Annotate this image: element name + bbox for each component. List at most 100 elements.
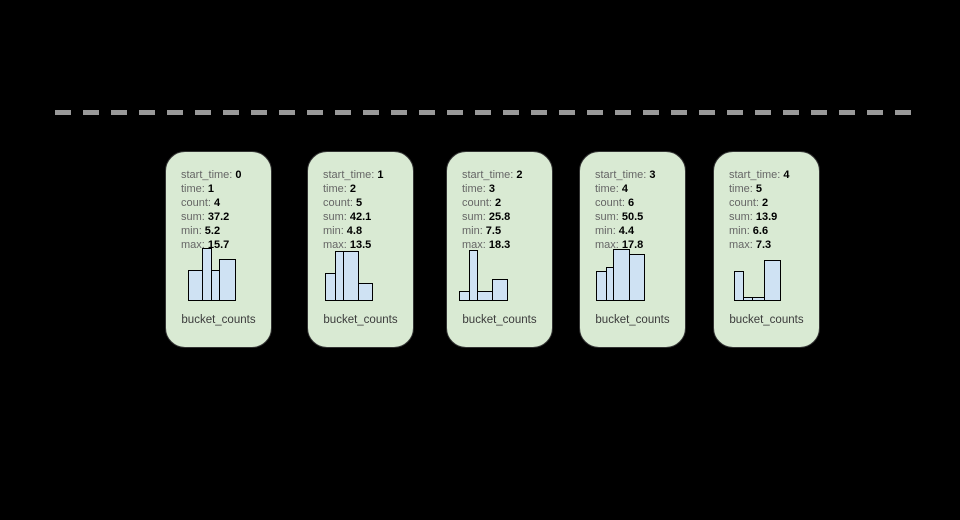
field-value: 4: [213, 197, 221, 209]
histogram-bar: [613, 249, 630, 301]
field-value: 37.2: [207, 211, 230, 223]
histogram-bar: [358, 283, 373, 301]
field-label: min:: [323, 225, 344, 237]
field-label: max:: [323, 239, 347, 251]
field-value: 0: [235, 169, 242, 181]
field-row: max:15.7: [181, 238, 271, 252]
field-list: start_time:1 time:2 count:5 sum:42.1 min…: [308, 152, 413, 252]
field-label: max:: [181, 239, 205, 251]
field-value: 13.5: [349, 239, 372, 251]
field-label: start_time:: [323, 169, 375, 181]
histogram-bar: [492, 279, 508, 301]
field-label: sum:: [729, 211, 753, 223]
field-label: time:: [462, 183, 486, 195]
field-list: start_time:0 time:1 count:4 sum:37.2 min…: [166, 152, 271, 252]
field-label: start_time:: [181, 169, 233, 181]
field-label: count:: [181, 197, 211, 209]
histogram-point-card-5: start_time:4 time:5 count:2 sum:13.9 min…: [713, 151, 820, 348]
field-value: 2: [761, 197, 769, 209]
field-row: count:6: [595, 196, 685, 210]
field-list: start_time:3 time:4 count:6 sum:50.5 min…: [580, 152, 685, 252]
histogram-bar: [734, 271, 744, 301]
field-label: start_time:: [595, 169, 647, 181]
field-row: sum:42.1: [323, 210, 413, 224]
histogram-bar: [219, 259, 236, 301]
field-value: 3: [488, 183, 495, 195]
histogram-bar: [764, 260, 781, 301]
bucket-histogram: [447, 250, 508, 301]
field-value: 4: [783, 169, 790, 181]
field-value: 1: [377, 169, 384, 181]
field-row: time:4: [595, 182, 685, 196]
field-label: start_time:: [462, 169, 514, 181]
field-label: min:: [462, 225, 483, 237]
field-label: min:: [181, 225, 202, 237]
field-value: 2: [349, 183, 356, 195]
field-label: time:: [729, 183, 753, 195]
field-row: count:4: [181, 196, 271, 210]
field-row: count:2: [729, 196, 819, 210]
field-value: 2: [516, 169, 523, 181]
field-label: count:: [323, 197, 353, 209]
field-row: min:4.4: [595, 224, 685, 238]
histogram-point-card-1: start_time:0 time:1 count:4 sum:37.2 min…: [165, 151, 272, 348]
field-value: 1: [207, 183, 214, 195]
field-value: 17.8: [621, 239, 644, 251]
field-label: sum:: [462, 211, 486, 223]
bucket-counts-label: bucket_counts: [595, 314, 670, 326]
field-row: time:2: [323, 182, 413, 196]
field-row: count:5: [323, 196, 413, 210]
field-row: time:3: [462, 182, 552, 196]
bucket-histogram: [714, 260, 781, 301]
histogram-point-card-4: start_time:3 time:4 count:6 sum:50.5 min…: [579, 151, 686, 348]
histogram-bar: [188, 270, 203, 301]
bucket-histogram: [580, 249, 645, 301]
field-value: 4.8: [346, 225, 363, 237]
field-row: count:2: [462, 196, 552, 210]
field-label: count:: [462, 197, 492, 209]
field-row: min:7.5: [462, 224, 552, 238]
field-row: sum:37.2: [181, 210, 271, 224]
field-value: 7.5: [485, 225, 502, 237]
bucket-counts-label: bucket_counts: [462, 314, 537, 326]
field-row: sum:50.5: [595, 210, 685, 224]
field-list: start_time:4 time:5 count:2 sum:13.9 min…: [714, 152, 819, 252]
bucket-counts-label: bucket_counts: [323, 314, 398, 326]
field-row: max:17.8: [595, 238, 685, 252]
field-value: 13.9: [755, 211, 778, 223]
field-value: 5: [755, 183, 762, 195]
histogram-bar: [477, 291, 493, 301]
field-label: sum:: [181, 211, 205, 223]
field-row: start_time:4: [729, 168, 819, 182]
field-label: max:: [729, 239, 753, 251]
field-value: 4: [621, 183, 628, 195]
bucket-histogram: [166, 248, 236, 301]
field-value: 18.3: [488, 239, 511, 251]
field-row: max:13.5: [323, 238, 413, 252]
field-value: 2: [494, 197, 502, 209]
field-label: max:: [595, 239, 619, 251]
field-label: sum:: [595, 211, 619, 223]
field-value: 6.6: [752, 225, 769, 237]
field-label: min:: [729, 225, 750, 237]
histogram-bar: [469, 250, 478, 301]
field-label: sum:: [323, 211, 347, 223]
histogram-bar: [343, 251, 359, 301]
field-row: start_time:2: [462, 168, 552, 182]
field-row: min:5.2: [181, 224, 271, 238]
histogram-point-card-2: start_time:1 time:2 count:5 sum:42.1 min…: [307, 151, 414, 348]
field-value: 3: [649, 169, 656, 181]
field-row: min:4.8: [323, 224, 413, 238]
field-list: start_time:2 time:3 count:2 sum:25.8 min…: [447, 152, 552, 252]
field-label: count:: [729, 197, 759, 209]
field-value: 15.7: [207, 239, 230, 251]
field-row: max:18.3: [462, 238, 552, 252]
dashed-divider: [55, 110, 912, 115]
field-value: 25.8: [488, 211, 511, 223]
field-label: min:: [595, 225, 616, 237]
field-label: time:: [595, 183, 619, 195]
field-value: 6: [627, 197, 635, 209]
histogram-bar: [629, 254, 645, 301]
field-row: start_time:3: [595, 168, 685, 182]
